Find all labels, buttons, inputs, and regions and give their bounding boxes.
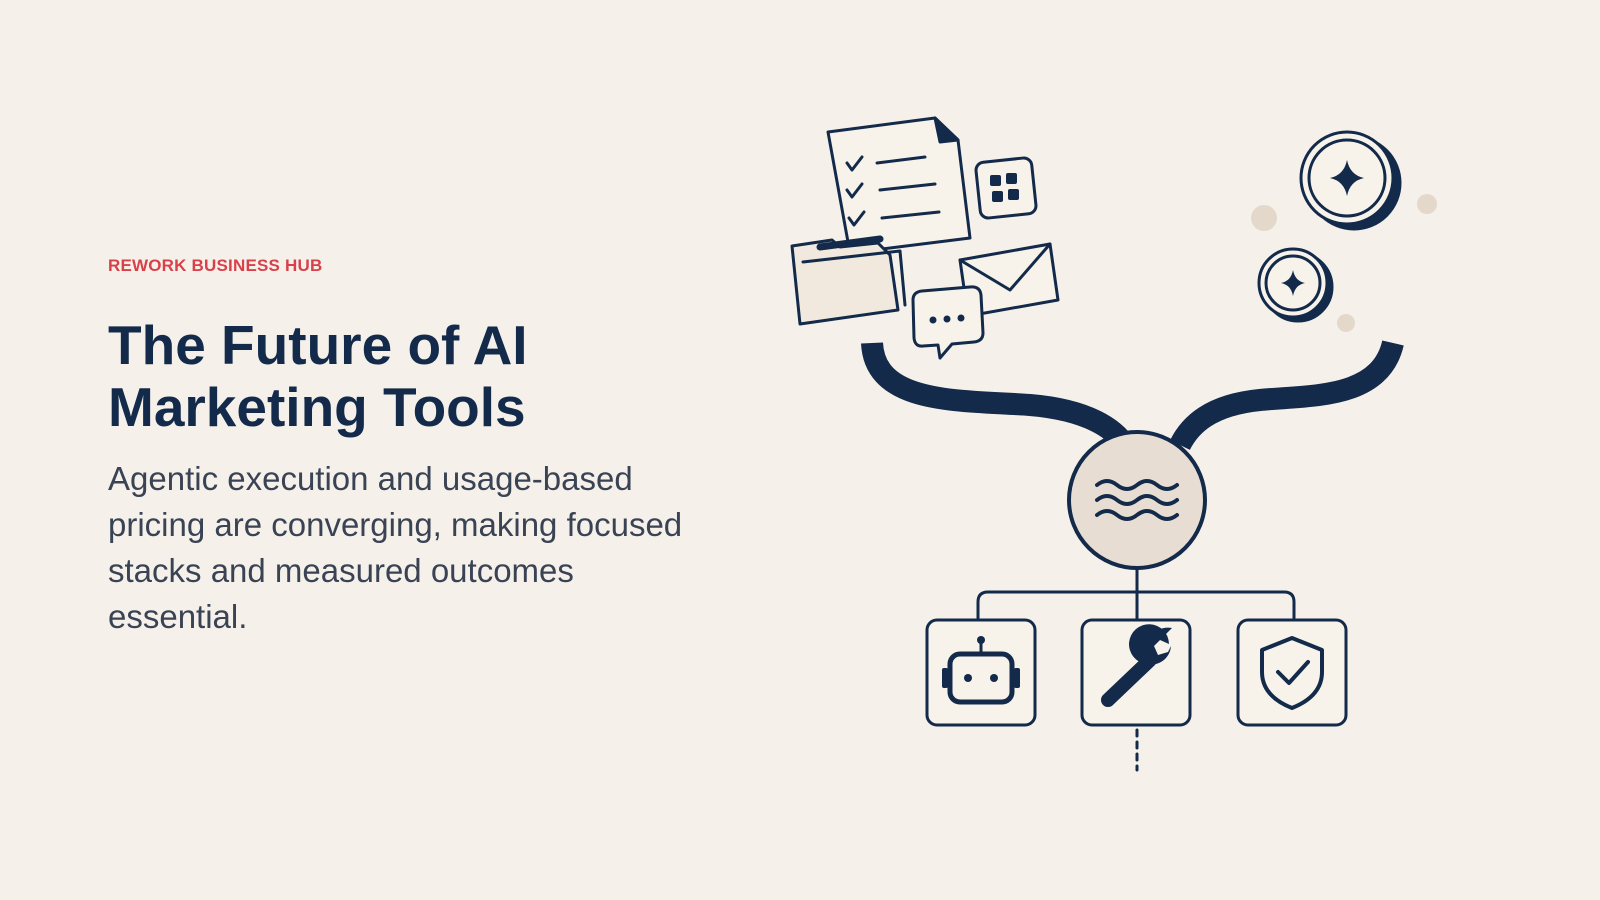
app-grid-icon: [974, 156, 1038, 220]
brand-label: REWORK BUSINESS HUB: [108, 256, 323, 275]
waves-icon: [1095, 479, 1179, 521]
hub-circle: [1067, 430, 1207, 570]
sparkle-coin-icon: [1257, 247, 1334, 323]
shield-check-icon: [1260, 636, 1324, 710]
wrench-icon: [1101, 624, 1172, 707]
page-subtitle: Agentic execution and usage-based pricin…: [108, 460, 683, 635]
folder-icon: [790, 235, 907, 326]
hub-connectors: [976, 564, 1296, 772]
chat-bubble-icon: [911, 285, 985, 360]
sparkle-coin-icon: [1299, 130, 1402, 231]
wrench-tool-box: [1080, 618, 1192, 727]
checklist-document-icon: [826, 116, 972, 255]
shield-tool-box: [1236, 618, 1348, 727]
text-panel: REWORK BUSINESS HUB The Future of AI Mar…: [108, 256, 708, 640]
page-title: The Future of AI Marketing Tools: [108, 314, 528, 438]
robot-icon: [942, 636, 1020, 705]
ai-stack-illustration: [790, 116, 1437, 772]
decorative-dots: [1251, 194, 1437, 332]
robot-tool-box: [925, 618, 1037, 727]
funnel-arms: [861, 339, 1404, 452]
